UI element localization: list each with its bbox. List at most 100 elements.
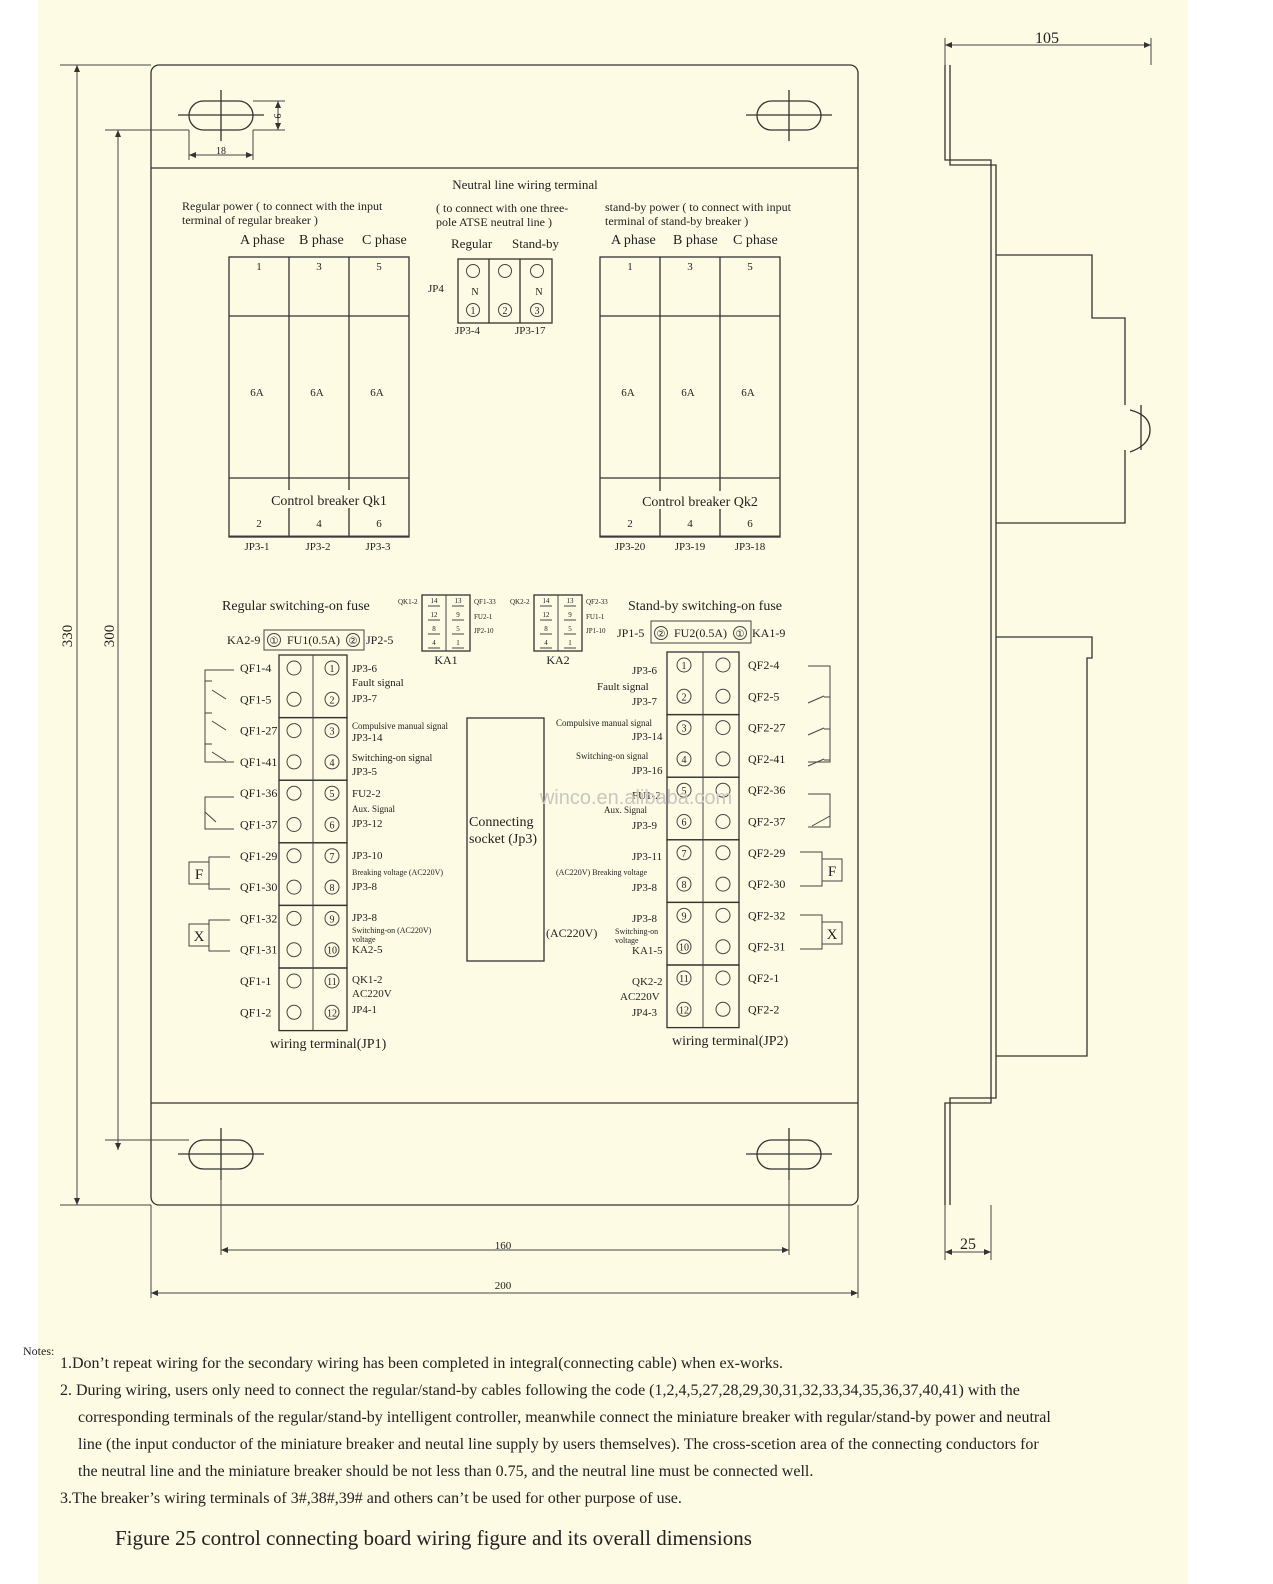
- relay-pin-number: 9: [456, 611, 460, 619]
- qk2-c-phase-label: C phase: [733, 233, 778, 248]
- terminal-number-icon: [324, 691, 340, 707]
- jp1-caption: wiring terminal(JP1): [270, 1037, 387, 1052]
- qk2-rating-c: 6A: [741, 387, 755, 399]
- terminal-screw-icon: [715, 720, 731, 736]
- fuse2-box: [650, 620, 752, 644]
- jp2-note: QK2-2: [632, 976, 663, 988]
- jp1-terminal-number: 12: [327, 1008, 337, 1019]
- jp2-qf-label: QF2-41: [748, 752, 785, 766]
- jp2-qf-label: QF2-4: [748, 658, 779, 672]
- jp2-terminal-number: 2: [682, 692, 687, 703]
- jp1-terminal-number: 10: [327, 946, 337, 957]
- fuse1-pin-2: ②: [349, 636, 358, 647]
- jp1-note: JP3-6: [352, 663, 378, 675]
- terminal-screw-icon: [286, 973, 302, 989]
- qk2-a-phase-label: A phase: [611, 233, 656, 248]
- terminal-number-icon: [676, 688, 692, 704]
- coil-x-label: X: [194, 929, 205, 945]
- jp1-note: voltage: [352, 935, 376, 944]
- jp4-label: JP4: [428, 283, 444, 295]
- qk2-rating-a: 6A: [621, 387, 635, 399]
- relay-label: KA1: [434, 653, 457, 667]
- relay-pin-number: 9: [568, 611, 572, 619]
- terminal-number-icon: [676, 845, 692, 861]
- socket-label-line1: Connecting: [469, 815, 534, 830]
- fuse2-ka-label: KA1-9: [752, 626, 785, 640]
- neutral-n-label: N: [535, 287, 542, 298]
- terminal-screw-icon: [715, 907, 731, 923]
- qk1-terminal-6: 6: [376, 518, 382, 530]
- relay-pin-number: 1: [456, 639, 460, 647]
- jp2-terminal-number: 9: [682, 911, 687, 922]
- terminal-number-icon: [676, 751, 692, 767]
- relay-pin-number: 12: [431, 611, 439, 619]
- neutral-jp-label: JP3-4: [455, 325, 481, 337]
- terminal-screw-icon: [286, 660, 302, 676]
- jp2-qf-label: QF2-1: [748, 971, 779, 985]
- terminal-screw-icon: [715, 970, 731, 986]
- terminal-screw-icon: [286, 942, 302, 958]
- dim-9-label: 9: [271, 114, 282, 119]
- neutral-title: Neutral line wiring terminal: [452, 177, 598, 192]
- qk1-c-phase-label: C phase: [362, 233, 407, 248]
- terminal-number-icon: [324, 785, 340, 801]
- neutral-regular-label: Regular: [451, 236, 493, 251]
- terminal-screw-icon: [286, 910, 302, 926]
- qk2-terminal-4: 4: [687, 518, 693, 530]
- terminal-screw-icon: [715, 845, 731, 861]
- side-view-profile: [944, 65, 1151, 1205]
- neutral-terminal-number: 2: [503, 306, 508, 317]
- relay-right-label: JP1-10: [586, 627, 606, 635]
- relay-pin-number: 12: [543, 611, 551, 619]
- note-2-cont: the neutral line and the miniature break…: [78, 1463, 814, 1480]
- relay-pin-number: 14: [431, 597, 439, 605]
- jp1-note: KA2-5: [352, 944, 383, 956]
- coil-f-label: F: [195, 867, 203, 883]
- terminal-number-icon: [324, 723, 340, 739]
- terminal-number-icon: [324, 817, 340, 832]
- neutral-subtitle: ( to connect with one three-: [436, 201, 568, 215]
- jp1-qf-label: QF1-29: [240, 849, 277, 863]
- relay-right-label: JP2-10: [474, 627, 494, 635]
- qk1-rating-b: 6A: [310, 387, 324, 399]
- coil-f-label: F: [828, 864, 836, 880]
- jp2-note: JP3-6: [632, 665, 658, 677]
- jp2-note: JP3-8: [632, 913, 658, 925]
- jp1-terminal-number: 2: [330, 695, 335, 706]
- mounting-slot-icon: [746, 90, 832, 141]
- jp1-note: JP3-7: [352, 693, 378, 705]
- jp1-qf-label: QF1-5: [240, 692, 271, 706]
- terminal-screw-icon: [286, 817, 302, 832]
- qk2-terminal-3: 3: [687, 261, 693, 273]
- fuse2-label: FU2(0.5A): [674, 626, 727, 640]
- qk2-jp-label: JP3-19: [675, 541, 706, 553]
- figure-caption: Figure 25 control connecting board wirin…: [115, 1526, 752, 1550]
- terminal-screw-icon: [715, 751, 731, 767]
- jp2-note: FU1-2: [632, 790, 661, 802]
- jp1-note: Switching-on (AC220V): [352, 926, 432, 935]
- terminal-screw-icon: [715, 1001, 731, 1017]
- jp2-note: JP3-7: [632, 696, 658, 708]
- jp1-qf-label: QF1-4: [240, 661, 271, 675]
- relay-pin-number: 8: [432, 625, 436, 633]
- jp2-terminal-number: 5: [682, 786, 687, 797]
- coil-f-right: F: [800, 851, 843, 887]
- dim-330-label: 330: [60, 625, 76, 648]
- qk1-jp-label: JP3-3: [365, 541, 391, 553]
- jp1-qf-label: QF1-32: [240, 911, 277, 925]
- jp1-terminal-number: 8: [330, 883, 335, 894]
- jp2-note: JP3-16: [632, 765, 663, 777]
- terminal-number-icon: [676, 782, 692, 798]
- qk1-jp-label: JP3-1: [244, 541, 269, 553]
- jp1-note: Breaking voltage (AC220V): [352, 868, 443, 877]
- regular-power-line1: Regular power ( to connect with the inpu…: [182, 199, 383, 213]
- coil-f-left: F: [188, 856, 230, 890]
- terminal-screw-icon: [286, 879, 302, 895]
- terminal-number-icon: [324, 848, 340, 864]
- relay-pin-number: 14: [543, 597, 551, 605]
- fuse1-jp-label: JP2-5: [366, 633, 393, 647]
- jp1-qf-label: QF1-41: [240, 755, 277, 769]
- terminal-number-icon: [676, 970, 692, 986]
- jp2-qf-label: QF2-29: [748, 846, 785, 860]
